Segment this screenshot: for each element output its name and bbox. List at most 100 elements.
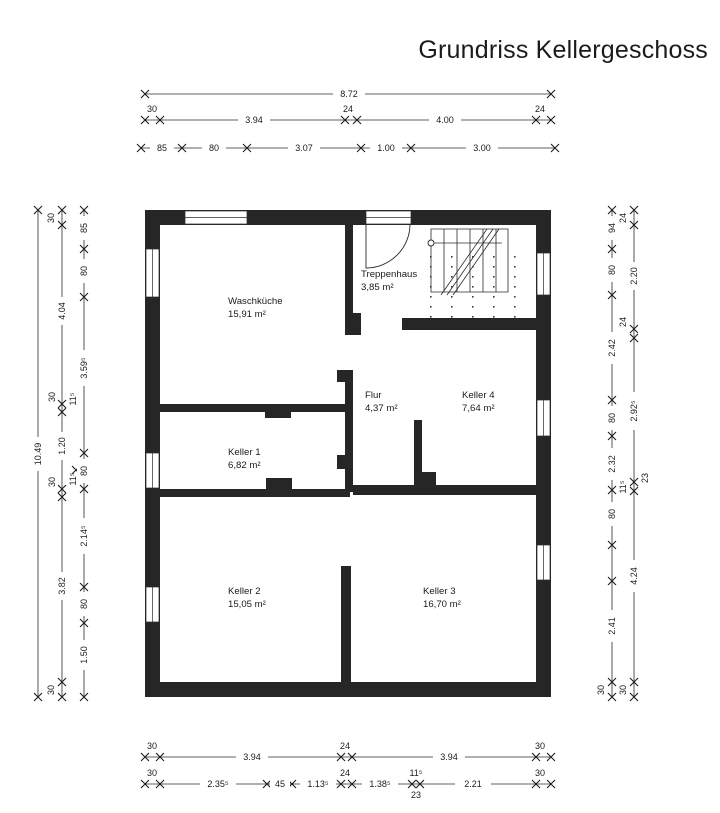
dim-left-c3-5: 2.14⁵ — [79, 525, 89, 547]
door-swing-arc — [365, 223, 411, 269]
dim-right-c1-8: 30 — [596, 685, 606, 695]
dim-bottom-r2-4: 1.13⁵ — [307, 779, 329, 789]
dim-top-r3-3: 3.07 — [295, 143, 313, 153]
dim-left-c2-3: 30 — [47, 392, 57, 402]
dim-right-c1-extra-11-5: 11⁵ — [618, 480, 628, 493]
dimension-chain-top-row2: 30 3.94 24 4.00 24 — [140, 104, 556, 126]
dim-top-r3-2: 80 — [209, 143, 219, 153]
stair-break-line-3 — [452, 228, 500, 296]
dim-left-c2-2: 4.04 — [57, 302, 67, 320]
room-area: 15,05 m² — [228, 599, 267, 610]
room-label-flur: Flur 4,37 m² — [365, 390, 398, 414]
dim-left-c3-7: 1.50 — [79, 646, 89, 664]
dim-top-r2-3: 24 — [343, 104, 353, 114]
room-area: 6,82 m² — [228, 460, 261, 471]
dim-bottom-r2-8: 2.21 — [464, 779, 482, 789]
dimension-chain-top-row1: 8.72 — [140, 87, 556, 100]
dimension-chain-right-col1: 94 80 2.42 80 2.32 80 2.41 30 11⁵ — [596, 205, 628, 702]
dimension-chain-left-col1: 10.49 — [31, 205, 44, 702]
dim-bottom-r2-6: 1.38⁵ — [369, 779, 391, 789]
dim-right-c2-7: 30 — [618, 685, 628, 695]
dim-bottom-r2-5: 24 — [340, 768, 350, 778]
dim-top-r3-1: 85 — [157, 143, 167, 153]
room-name: Keller 2 — [228, 586, 261, 597]
interior-wall-keller4-left-foot — [414, 472, 436, 486]
room-label-keller4: Keller 4 7,64 m² — [462, 390, 495, 414]
dimension-chain-bottom-row2: 30 2.35⁵ 45 1.13⁵ 24 1.38⁵ 11⁵ 2.21 30 2… — [140, 768, 556, 800]
dim-bottom-extra-23: 23 — [411, 790, 421, 800]
room-name: Waschküche — [228, 296, 283, 307]
room-label-keller2: Keller 2 15,05 m² — [228, 586, 267, 610]
interior-wall-keller1-bottom — [160, 489, 350, 497]
stair-newel-post — [427, 239, 435, 247]
dim-bottom-r1-4: 3.94 — [440, 752, 458, 762]
interior-wall-keller4-bottom — [353, 485, 536, 495]
dim-bottom-r2-7: 11⁵ — [409, 768, 422, 778]
interior-wall-waschkueche-bottom — [160, 404, 345, 412]
dim-top-r3-5: 3.00 — [473, 143, 491, 153]
room-area: 16,70 m² — [423, 599, 462, 610]
interior-wall-waschkueche-bottom-stub — [265, 404, 291, 418]
dim-bottom-r1-5: 30 — [535, 741, 545, 751]
dim-left-c3-3: 3.59⁵ — [79, 357, 89, 379]
room-area: 3,85 m² — [361, 282, 394, 293]
room-label-waschkueche: Waschküche 15,91 m² — [228, 296, 283, 320]
dim-top-r2-2: 3.94 — [245, 115, 263, 125]
dim-top-r2-5: 24 — [535, 104, 545, 114]
openings-group — [145, 210, 551, 623]
dim-left-c2-1: 30 — [46, 213, 56, 223]
understair-dotted-grid — [430, 256, 516, 318]
dim-right-c2-2: 2.20 — [629, 267, 639, 285]
dim-left-c3-2: 80 — [79, 266, 89, 276]
dim-right-c1-6: 80 — [607, 509, 617, 519]
dim-left-c2-8: 30 — [46, 685, 56, 695]
dim-top-r2-4: 4.00 — [436, 115, 454, 125]
dim-left-c2-6: 30 — [47, 477, 57, 487]
dim-top-r2-1: 30 — [147, 104, 157, 114]
dimension-chain-right-col2: 24 2.20 24 2.92⁵ 23 4.24 30 — [618, 205, 650, 702]
room-name: Keller 1 — [228, 447, 261, 458]
dim-right-c1-2: 80 — [607, 265, 617, 275]
dim-right-c2-4: 2.92⁵ — [629, 400, 639, 422]
dimension-chain-bottom-row1: 30 3.94 24 3.94 30 — [140, 741, 556, 763]
room-label-keller3: Keller 3 16,70 m² — [423, 586, 462, 610]
dim-bottom-r2-3: 45 — [275, 779, 285, 789]
dim-left-c2-extra: 11⁵ — [68, 472, 78, 485]
dim-top-total: 8.72 — [340, 89, 358, 99]
room-name: Keller 4 — [462, 390, 495, 401]
room-name: Treppenhaus — [361, 269, 417, 280]
dim-bottom-r1-2: 3.94 — [243, 752, 261, 762]
walls-group — [145, 210, 551, 697]
interior-wall-flur-right — [345, 370, 353, 492]
room-label-treppenhaus: Treppenhaus 3,85 m² — [361, 269, 417, 293]
room-area: 7,64 m² — [462, 403, 495, 414]
room-label-keller1: Keller 1 6,82 m² — [228, 447, 261, 471]
dim-bottom-r1-3: 24 — [340, 741, 350, 751]
dim-right-c1-3: 2.42 — [607, 339, 617, 357]
dim-left-c3-4: 80 — [79, 466, 89, 476]
interior-wall-waschkueche-stub — [345, 313, 361, 335]
dim-right-c1-4: 80 — [607, 413, 617, 423]
interior-wall-treppenhaus-bottom — [402, 318, 536, 330]
dim-left-c3-6: 80 — [79, 599, 89, 609]
interior-wall-keller2-keller3-divider — [341, 566, 351, 682]
dim-left-total: 10.49 — [33, 443, 43, 466]
dimension-chain-left-col2: 30 4.04 30 1.20 11⁵ 30 3.82 30 11⁵ — [46, 205, 81, 702]
interior-wall-waschkueche-right — [345, 225, 353, 335]
dimension-chain-left-col3: 85 80 3.59⁵ 80 2.14⁵ 80 1.50 — [77, 205, 90, 702]
stair-outline — [430, 228, 509, 293]
dim-right-c2-1: 24 — [618, 213, 628, 223]
page-title: Grundriss Kellergeschoss — [418, 36, 708, 64]
dim-bottom-r2-1: 30 — [147, 768, 157, 778]
dim-right-c1-7: 2.41 — [607, 617, 617, 635]
dim-left-c3-1: 85 — [79, 223, 89, 233]
room-name: Keller 3 — [423, 586, 456, 597]
dim-bottom-r1-1: 30 — [147, 741, 157, 751]
dim-right-c2-3: 24 — [618, 317, 628, 327]
dim-bottom-r2-2: 2.35⁵ — [207, 779, 229, 789]
dim-left-c2-4: 1.20 — [57, 437, 67, 455]
dim-left-c2-5: 11⁵ — [68, 392, 78, 405]
dim-right-c1-5: 2.32 — [607, 455, 617, 473]
